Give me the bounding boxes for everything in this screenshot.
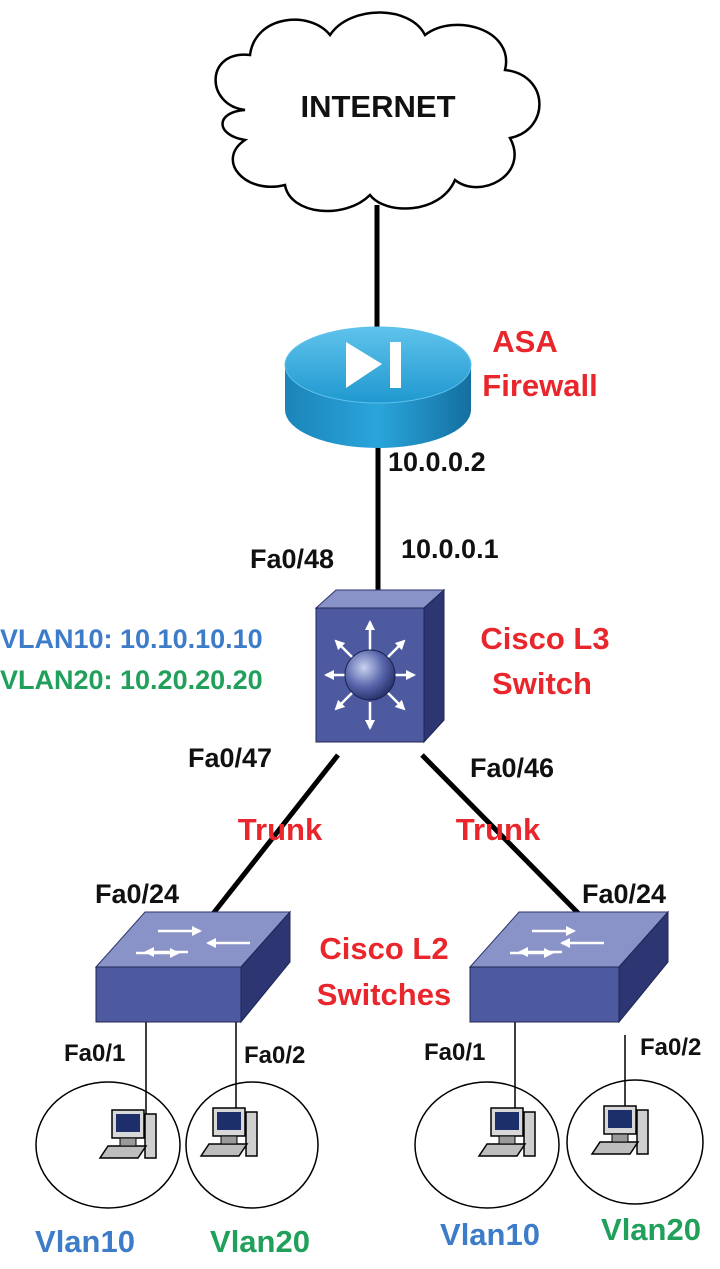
workstation-icon: [199, 1107, 258, 1157]
internet-label: INTERNET: [301, 89, 456, 124]
right-trunk-label: Trunk: [456, 812, 541, 847]
l3-uplink-ip: 10.0.0.1: [401, 534, 499, 564]
firewall-title-line1: ASA: [492, 324, 557, 359]
workstation-icon: [590, 1105, 649, 1155]
host-zone-right-vlan10: [414, 1081, 560, 1209]
left-trunk-label: Trunk: [238, 812, 323, 847]
switch-icon: [94, 910, 292, 1024]
l3-port-left: Fa0/47: [188, 743, 272, 773]
host-label-right-vlan10: Vlan10: [440, 1217, 540, 1252]
vlan10-gateway: VLAN10: 10.10.10.10: [0, 624, 263, 654]
cloud-icon: [214, 11, 541, 213]
l3-title-line1: Cisco L3: [480, 621, 609, 656]
left-trunk-link: [210, 753, 340, 917]
host-zone-left-vlan10: [35, 1081, 181, 1209]
host-label-left-vlan20: Vlan20: [210, 1224, 310, 1259]
right-l2-uplink-port: Fa0/24: [582, 879, 666, 909]
l2-title-line2: Switches: [317, 977, 451, 1012]
vlan20-gateway: VLAN20: 10.20.20.20: [0, 665, 263, 695]
left-l2-port1: Fa0/1: [64, 1040, 125, 1067]
switch-icon: [468, 910, 670, 1024]
right-trunk-link: [420, 753, 582, 917]
left-l2-port2: Fa0/2: [244, 1042, 305, 1069]
host-zone-left-vlan20: [185, 1081, 319, 1209]
links: [145, 205, 626, 1120]
right-l2-port2: Fa0/2: [640, 1034, 701, 1061]
firewall-ip: 10.0.0.2: [388, 447, 486, 477]
workstation-icon: [477, 1107, 536, 1157]
left-l2-uplink-port: Fa0/24: [95, 879, 179, 909]
host-zone-right-vlan20: [566, 1079, 704, 1205]
workstation-icon: [98, 1109, 157, 1159]
right-l2-port1: Fa0/1: [424, 1039, 485, 1066]
host-label-left-vlan10: Vlan10: [35, 1224, 135, 1259]
l2-title-line1: Cisco L2: [319, 931, 448, 966]
l3-title-line2: Switch: [492, 666, 592, 701]
host-label-right-vlan20: Vlan20: [601, 1212, 701, 1247]
multilayer-switch-icon: [314, 588, 446, 744]
l3-uplink-port: Fa0/48: [250, 544, 334, 574]
firewall-icon: [284, 326, 472, 448]
firewall-title-line2: Firewall: [482, 368, 597, 403]
l3-port-right: Fa0/46: [470, 753, 554, 783]
